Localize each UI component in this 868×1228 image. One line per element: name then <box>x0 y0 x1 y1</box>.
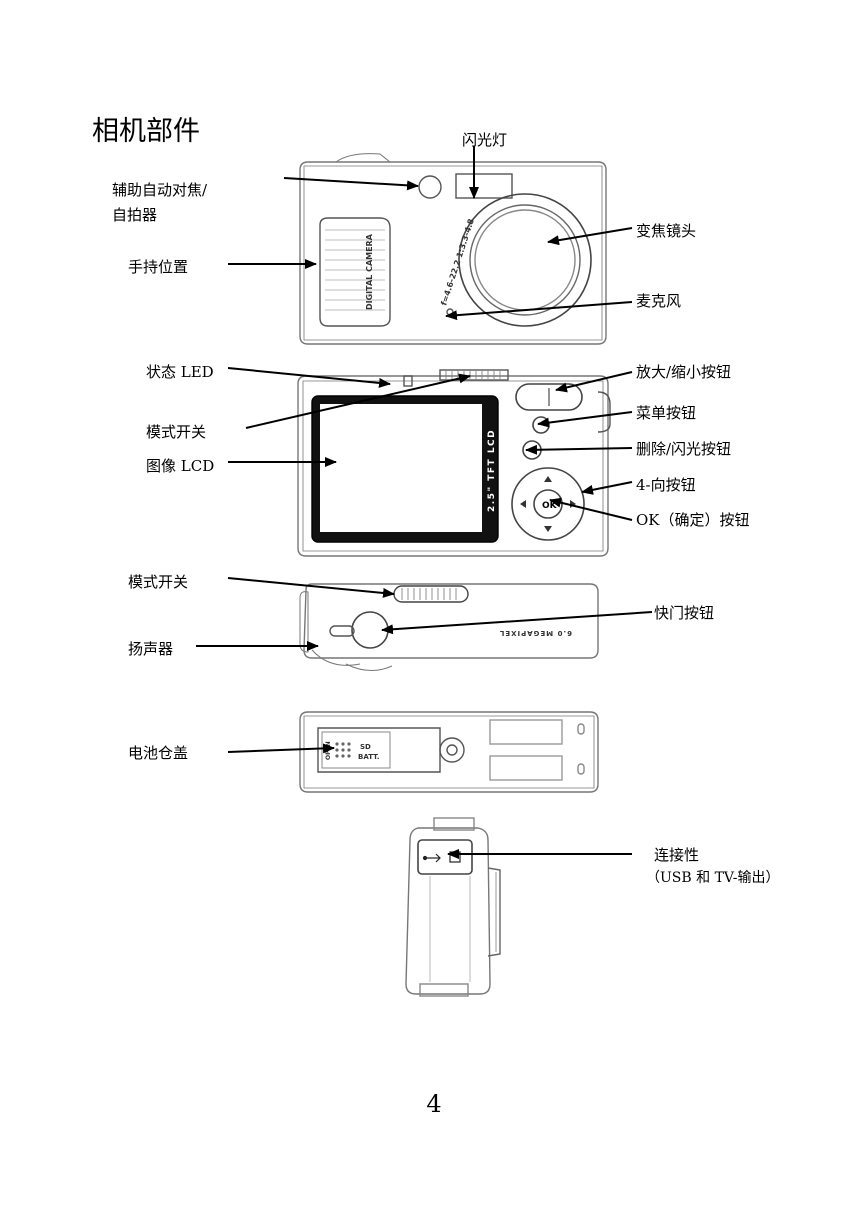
arrow-status-led <box>227 367 391 388</box>
camera-top-view <box>299 583 599 671</box>
label-mode-switch-back: 模式开关 <box>146 423 207 441</box>
label-delete-flash: 删除/闪光按钮 <box>636 440 732 458</box>
arrow-battery-cover <box>227 743 335 754</box>
label-flash: 闪光灯 <box>462 131 508 149</box>
label-connectivity-detail: （USB 和 TV-输出） <box>646 870 780 886</box>
page-number: 4 <box>426 1090 442 1118</box>
ok-print: OK <box>542 501 558 511</box>
arrow-menu-button <box>537 411 633 428</box>
camera-bottom-view <box>299 711 599 793</box>
arrow-delete-flash <box>525 444 633 455</box>
camera-side-view <box>405 817 501 997</box>
leader-arrows <box>196 146 653 859</box>
label-menu-button: 菜单按钮 <box>636 404 697 422</box>
camera-back-view <box>297 369 611 557</box>
label-zoom-lens: 变焦镜头 <box>636 222 697 240</box>
label-af-assist: 辅助自动对焦/ <box>112 181 208 199</box>
label-shutter: 快门按钮 <box>654 604 715 622</box>
arrow-mode-switch-top <box>227 577 395 598</box>
megapixel-print: 6.0 MEGAPIXEL <box>499 629 572 637</box>
label-ok-button: OK（确定）按钮 <box>636 511 750 529</box>
arrow-shutter <box>381 611 653 635</box>
grip-ribs <box>325 229 385 311</box>
battery-open-print: OPEN <box>325 741 332 760</box>
label-microphone: 麦克风 <box>636 292 682 310</box>
label-battery-cover: 电池仓盖 <box>128 744 189 762</box>
arrow-mode-switch-back <box>245 373 471 429</box>
battery-sd-print: SD <box>360 743 371 751</box>
arrow-ok <box>549 497 633 521</box>
arrow-four-way <box>581 481 633 495</box>
lcd-print: 2.5" TFT LCD <box>487 429 497 512</box>
label-self-timer: 自拍器 <box>112 206 158 224</box>
label-grip: 手持位置 <box>128 258 189 276</box>
battery-batt-print: BATT. <box>358 753 380 761</box>
label-zoom-buttons: 放大/缩小按钮 <box>636 363 732 381</box>
arrow-zoom-lens <box>547 227 633 246</box>
battery-dots <box>335 742 351 758</box>
arrow-microphone <box>445 301 633 321</box>
usb-icon <box>422 853 441 863</box>
label-connectivity: 连接性 <box>654 846 700 864</box>
brand-print: DIGITAL CAMERA <box>365 233 374 310</box>
label-four-way: 4-向按钮 <box>636 476 696 494</box>
page-title: 相机部件 <box>92 116 200 147</box>
label-status-led: 状态 LED <box>146 363 214 381</box>
arrow-zoom-buttons <box>555 371 633 393</box>
arrow-af-assist <box>283 177 419 191</box>
label-lcd: 图像 LCD <box>146 457 215 475</box>
label-speaker: 扬声器 <box>128 640 174 658</box>
label-mode-switch-top: 模式开关 <box>128 573 189 591</box>
